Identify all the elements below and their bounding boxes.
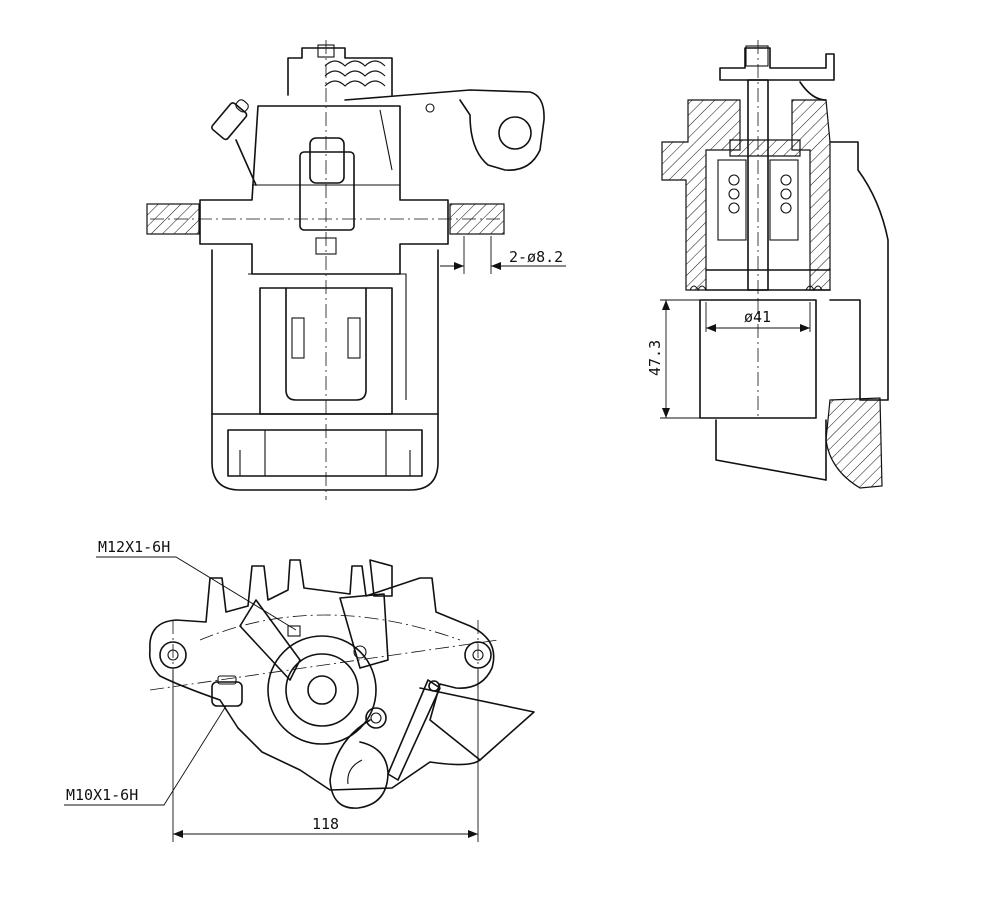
thread-top-callout: M12X1-6H (98, 538, 170, 556)
rear-view: M12X1-6H M10X1-6H 118 (64, 538, 535, 842)
front-view: 2-ø8.2 (146, 40, 566, 500)
thread-bottom-callout: M10X1-6H (66, 786, 138, 804)
bolt-hole-callout: 2-ø8.2 (509, 248, 563, 266)
piston-diameter-callout: ø41 (744, 308, 771, 326)
piston-depth-callout: 47.3 (646, 340, 664, 376)
section-view: ø41 47.3 (646, 40, 889, 489)
mount-spacing-callout: 118 (312, 815, 339, 833)
